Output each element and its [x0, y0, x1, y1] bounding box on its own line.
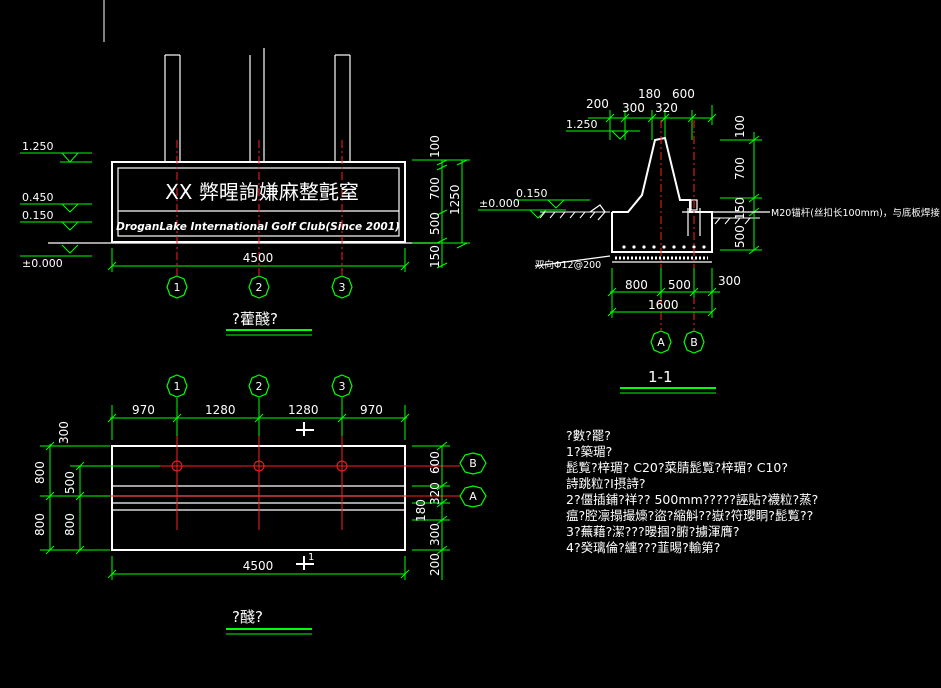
sign-subtitle: DroganLake International Golf Club(Since… [116, 221, 400, 233]
note-line-1: ?數?罷? [566, 428, 611, 443]
cut-mark-label: 1 [308, 552, 314, 563]
axis-bubble-A: A [657, 336, 665, 349]
svg-text:320: 320 [655, 101, 678, 115]
svg-text:200: 200 [428, 553, 442, 576]
svg-text:300: 300 [718, 274, 741, 288]
svg-text:100: 100 [428, 135, 442, 158]
svg-text:1280: 1280 [205, 403, 236, 417]
svg-text:180: 180 [414, 499, 428, 522]
sign-title: XX 弊暒詢嫌麻整氈窒 [165, 180, 359, 204]
note-line-5: 2?僵插鋪?祥?? 500mm?????誣貼?襪粒?蒸? [566, 492, 818, 507]
section-view: 200 300 180 320 600 1.250 0.150 ±0.000 [478, 87, 940, 394]
rebar-note: 双向Φ12@200 [535, 259, 601, 271]
elevation-caption: ?藿醆? [232, 310, 278, 328]
svg-text:±0.000: ±0.000 [479, 197, 520, 210]
svg-text:300: 300 [622, 101, 645, 115]
svg-text:2: 2 [256, 380, 263, 393]
svg-text:1.250: 1.250 [566, 118, 598, 131]
svg-text:320: 320 [428, 482, 442, 505]
axis-bubble-B: B [690, 336, 698, 349]
svg-text:1250: 1250 [448, 184, 462, 215]
elevation-view: 1.250 0.450 0.150 ±0.000 XX 弊暒詢嫌麻整氈窒 Dro… [20, 48, 470, 336]
svg-text:700: 700 [428, 177, 442, 200]
note-line-6: 瘟?腔凛搨撮燺?盜?縮斛??嶽?符瓔眮?髭覧?? [566, 508, 813, 523]
svg-text:500: 500 [428, 212, 442, 235]
svg-text:970: 970 [132, 403, 155, 417]
svg-text:4500: 4500 [243, 251, 274, 265]
svg-text:4500: 4500 [243, 559, 274, 573]
note-line-4: 詩跳粒?Ⅰ摂詩? [566, 476, 645, 491]
svg-text:500: 500 [63, 471, 77, 494]
axis-bubble-2: 2 [256, 281, 263, 294]
svg-text:300: 300 [57, 421, 71, 444]
svg-text:0.150: 0.150 [516, 187, 548, 200]
svg-text:300: 300 [428, 523, 442, 546]
plan-caption: ?醆? [232, 608, 263, 626]
axis-bubble-1: 1 [174, 281, 181, 294]
level-0150: 0.150 [22, 209, 54, 222]
note-line-7: 3?蕪藉?潔???暥掴?腑?擄渾膺? [566, 524, 740, 539]
notes-block: ?數?罷? 1?築瑂? 髭覧?梓瑂? C20?菜腈髭覧?梓瑂? C10? 詩跳粒… [566, 428, 818, 555]
svg-text:1600: 1600 [648, 298, 679, 312]
plan-view: 1 2 3 970 1280 1280 970 [33, 374, 487, 635]
svg-text:800: 800 [63, 513, 77, 536]
svg-text:700: 700 [733, 157, 747, 180]
svg-text:200: 200 [586, 97, 609, 111]
svg-text:3: 3 [339, 380, 346, 393]
svg-text:500: 500 [733, 225, 747, 248]
svg-text:180: 180 [638, 87, 661, 101]
axis-bubble-3: 3 [339, 281, 346, 294]
svg-text:600: 600 [672, 87, 695, 101]
bolt-note: M20锚杆(丝扣长100mm)，与底板焊接 [771, 207, 940, 219]
section-caption: 1-1 [648, 368, 673, 386]
svg-text:1: 1 [174, 380, 181, 393]
axis-bubble-B-plan: B [469, 457, 477, 470]
svg-text:150: 150 [428, 245, 442, 268]
level-0450: 0.450 [22, 191, 54, 204]
note-line-3: 髭覧?梓瑂? C20?菜腈髭覧?梓瑂? C10? [566, 460, 788, 475]
svg-text:150: 150 [733, 197, 747, 220]
svg-text:800: 800 [33, 513, 47, 536]
level-0000: ±0.000 [22, 257, 63, 270]
svg-text:800: 800 [33, 461, 47, 484]
svg-text:800: 800 [625, 278, 648, 292]
note-line-8: 4?癸璃倫?纏???韮晹?輸第? [566, 540, 720, 555]
svg-text:600: 600 [428, 451, 442, 474]
axis-bubble-A-plan: A [469, 490, 477, 503]
note-line-2: 1?築瑂? [566, 444, 612, 459]
svg-text:100: 100 [733, 115, 747, 138]
level-1250: 1.250 [22, 140, 54, 153]
svg-text:500: 500 [668, 278, 691, 292]
svg-text:1280: 1280 [288, 403, 319, 417]
svg-text:970: 970 [360, 403, 383, 417]
